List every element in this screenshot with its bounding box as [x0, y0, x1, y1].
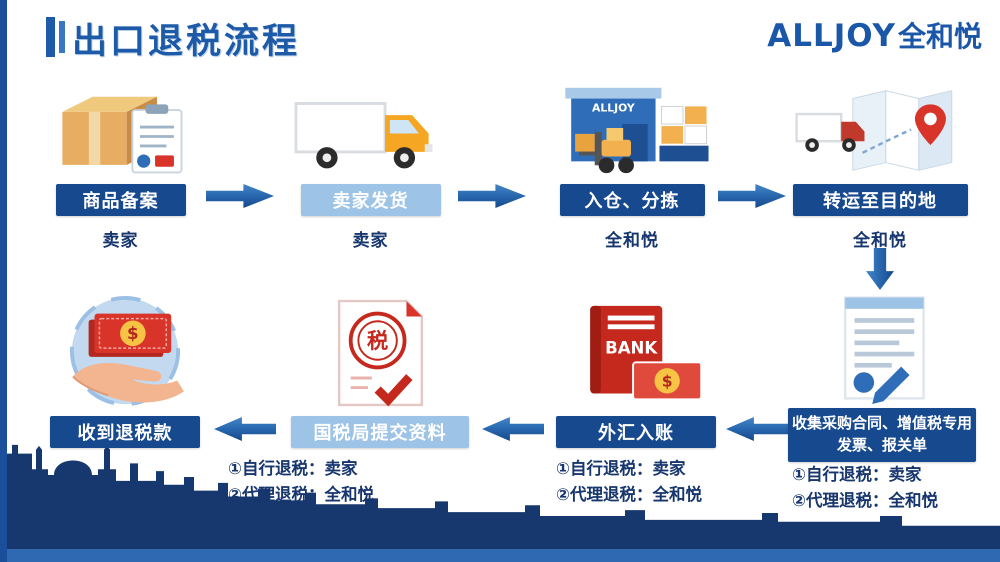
- step-product-registration: 商品备案 卖家: [38, 70, 203, 251]
- brand-logo: ALLJOY全和悦: [767, 15, 982, 55]
- note-line: ②代理退税：全和悦: [556, 485, 702, 505]
- bank-money-icon: BANK $: [552, 288, 720, 412]
- arrow-left-icon: [726, 417, 788, 441]
- step-notes-collect-documents: ①自行退税：卖家 ②代理退税：全和悦: [792, 462, 938, 515]
- step-actor: 卖家: [102, 231, 139, 251]
- step-label: 收到退税款: [50, 416, 200, 448]
- tax-bureau-document-icon: 税: [290, 288, 470, 412]
- arrow-left-icon: [482, 417, 544, 441]
- svg-text:税: 税: [367, 328, 388, 353]
- step-label: 转运至目的地: [792, 184, 968, 216]
- customs-documents-icon: [786, 288, 978, 404]
- note-line: ②代理退税：全和悦: [792, 491, 938, 511]
- step-notes-tax-bureau: ①自行退税：卖家 ②代理退税：全和悦: [228, 456, 374, 509]
- step-collect-documents: 收集采购合同、增值税专用发票、报关单: [786, 288, 978, 462]
- arrow-right-icon: [458, 184, 526, 208]
- package-clipboard-icon: [38, 70, 203, 180]
- step-actor: 卖家: [352, 231, 389, 251]
- note-line: ①自行退税：卖家: [792, 465, 922, 484]
- note-line: ②代理退税：全和悦: [228, 485, 374, 505]
- step-warehouse-sorting: ALLJOY 入仓、分拣 全和悦: [543, 70, 721, 251]
- step-label: 国税局提交资料: [291, 416, 469, 448]
- arrow-right-icon: [718, 184, 786, 208]
- note-line: ①自行退税：卖家: [228, 459, 358, 478]
- brand-logo-text-cn: 全和悦: [897, 20, 982, 53]
- svg-text:$: $: [127, 323, 139, 343]
- step-label: 入仓、分拣: [559, 184, 705, 216]
- step-actor: 全和悦: [853, 231, 907, 251]
- title-accent-bars: [46, 17, 65, 57]
- step-actor: 全和悦: [605, 231, 659, 251]
- left-edge-bar: [0, 0, 7, 562]
- delivery-truck-icon: [288, 70, 453, 180]
- step-label: 收集采购合同、增值税专用发票、报关单: [788, 408, 976, 462]
- hand-receiving-money-icon: $: [40, 288, 210, 412]
- step-transfer-to-destination: 转运至目的地 全和悦: [786, 70, 974, 251]
- svg-text:ALLJOY: ALLJOY: [592, 101, 635, 114]
- step-notes-foreign-exchange: ①自行退税：卖家 ②代理退税：全和悦: [556, 456, 702, 509]
- arrow-down-icon: [866, 248, 894, 290]
- brand-logo-text-en: ALLJOY: [767, 18, 896, 54]
- step-receive-tax-refund: $ 收到退税款: [40, 288, 210, 448]
- step-label: 卖家发货: [300, 184, 441, 216]
- step-label: 外汇入账: [556, 416, 716, 448]
- step-submit-to-tax-bureau: 税 国税局提交资料: [290, 288, 470, 448]
- city-skyline-silhouette: [0, 444, 1000, 552]
- step-seller-shipping: 卖家发货 卖家: [288, 70, 453, 251]
- step-label: 商品备案: [55, 184, 186, 216]
- transport-route-map-icon: [786, 70, 974, 180]
- warehouse-forklift-icon: ALLJOY: [543, 70, 721, 180]
- arrow-right-icon: [206, 184, 274, 208]
- arrow-left-icon: [214, 417, 276, 441]
- bottom-accent-bar: [0, 549, 1000, 562]
- step-foreign-exchange-received: BANK $ 外汇入账: [552, 288, 720, 448]
- page-title: 出口退税流程: [72, 22, 301, 62]
- svg-text:$: $: [662, 373, 673, 391]
- svg-text:BANK: BANK: [605, 339, 658, 358]
- note-line: ①自行退税：卖家: [556, 459, 686, 478]
